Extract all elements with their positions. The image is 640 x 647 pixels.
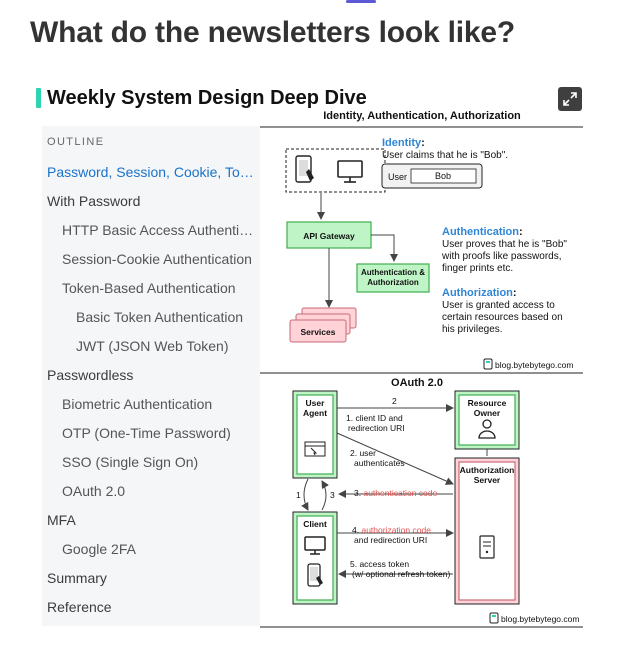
step5-line2: (w/ optional refresh token) [352, 569, 450, 579]
user-agent-line2: Agent [303, 408, 327, 418]
newsletter-figure: Identity, Authentication, Authorization … [260, 108, 586, 630]
auth-box-line1: Authentication & [361, 268, 425, 277]
diagram-identity-authn-authz: Identity, Authentication, Authorization … [260, 110, 583, 374]
top-indicator [346, 0, 376, 3]
outline-item[interactable]: OTP (One-Time Password) [62, 425, 231, 441]
diagram2-credit: blog.bytebytego.com [501, 614, 579, 624]
resource-owner-line1: Resource [468, 398, 507, 408]
step2-line2: authenticates [354, 458, 405, 468]
num-2: 2 [392, 396, 397, 406]
bytebytego-logo-icon-2 [489, 612, 499, 624]
authn-desc-1: User proves that he is "Bob" [442, 239, 567, 250]
diagram1-credit: blog.bytebytego.com [495, 360, 573, 370]
diagram-oauth: OAuth 2.0 User Agent Resource Owner [260, 377, 583, 628]
outline-item[interactable]: Password, Session, Cookie, Token, JWT, S… [47, 164, 255, 180]
step5-line1: 5. access token [350, 559, 409, 569]
outline-item[interactable]: With Password [47, 193, 141, 209]
outline-item[interactable]: HTTP Basic Access Authentication [62, 222, 256, 238]
step2-line1: 2. user [350, 448, 376, 458]
authz-desc-2: certain resources based on [442, 312, 563, 323]
num-1: 1 [296, 490, 301, 500]
authn-desc-3: finger prints etc. [442, 263, 513, 274]
auth-server-line2: Server [474, 475, 501, 485]
outline-item[interactable]: Session-Cookie Authentication [62, 251, 252, 267]
step3-label: 3. authentication code [354, 488, 437, 498]
arrow-agent-client-down [301, 478, 309, 511]
page-title: What do the newsletters look like? [30, 16, 515, 49]
identity-title: Identity: [382, 137, 425, 149]
client-label: Client [303, 519, 327, 529]
outline-item[interactable]: Token-Based Authentication [62, 280, 236, 296]
person-icon [478, 419, 496, 439]
card-header: Weekly System Design Deep Dive [36, 86, 367, 109]
phone-icon [295, 155, 314, 183]
outline-item[interactable]: Google 2FA [62, 541, 136, 557]
arrow-client-agent-up [321, 480, 329, 511]
step1-line2: redirection URI [348, 423, 405, 433]
step4-label: 4. authorization code [352, 525, 431, 535]
services-label: Services [301, 327, 336, 337]
resource-owner-line2: Owner [474, 408, 501, 418]
card-title: Weekly System Design Deep Dive [47, 86, 367, 109]
outline-panel: OUTLINE Password, Session, Cookie, Token… [42, 126, 260, 626]
outline-heading: OUTLINE [47, 136, 105, 148]
authz-desc-3: his privileges. [442, 324, 503, 335]
outline-item[interactable]: JWT (JSON Web Token) [76, 338, 229, 354]
expand-icon [563, 92, 577, 106]
monitor-icon [337, 160, 363, 183]
figure-svg: Identity, Authentication, Authorization … [260, 110, 583, 628]
outline-item[interactable]: MFA [47, 512, 76, 528]
api-gateway-label: API Gateway [303, 231, 355, 241]
authn-desc-2: with proofs like passwords, [441, 251, 562, 262]
expand-button[interactable] [558, 87, 582, 111]
server-icon [479, 535, 495, 559]
outline-item[interactable]: OAuth 2.0 [62, 483, 126, 499]
user-agent-line1: User [306, 398, 326, 408]
user-value: Bob [435, 171, 451, 181]
oauth-title: OAuth 2.0 [391, 377, 443, 389]
diagram1-title: Identity, Authentication, Authorization [323, 110, 521, 122]
outline-item[interactable]: Reference [47, 599, 112, 615]
outline-item[interactable]: Passwordless [47, 367, 134, 383]
client-phone-icon [307, 563, 323, 587]
auth-server-line1: Authorization [460, 465, 515, 475]
outline-item[interactable]: SSO (Single Sign On) [62, 454, 199, 470]
authz-title: Authorization: [442, 287, 517, 299]
services-stack [289, 307, 357, 343]
client-monitor-icon [304, 536, 326, 555]
auth-box-line2: Authorization [367, 278, 419, 287]
bytebytego-logo-icon [483, 358, 493, 370]
authn-title: Authentication: [442, 226, 523, 238]
step4-rest: and redirection URI [354, 535, 427, 545]
arrow-step2 [336, 432, 454, 485]
user-label: User [388, 172, 407, 182]
arrow-gateway-auth [371, 234, 398, 262]
auth-box [356, 263, 430, 293]
outline-item[interactable]: Summary [47, 570, 107, 586]
accent-bar [36, 88, 41, 108]
user-value-box [410, 168, 477, 184]
outline-item[interactable]: Basic Token Authentication [76, 309, 244, 325]
step1-line1: 1. client ID and [346, 413, 403, 423]
outline-item[interactable]: Biometric Authentication [62, 396, 213, 412]
identity-desc: User claims that he is "Bob". [382, 150, 508, 161]
num-3: 3 [330, 490, 335, 500]
browser-window-icon [304, 441, 326, 457]
authz-desc-1: User is granted access to [442, 300, 555, 311]
